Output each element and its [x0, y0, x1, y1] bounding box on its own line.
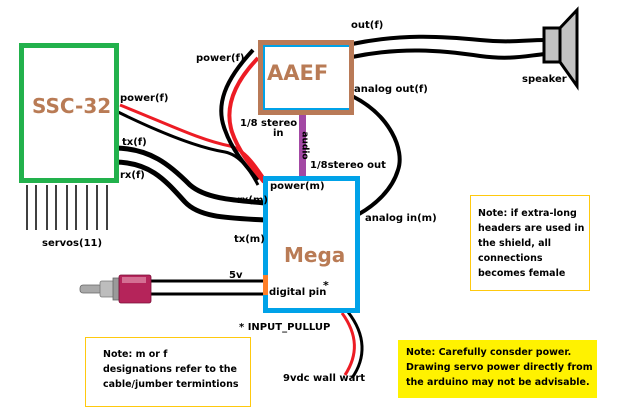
mega-board: Mega: [263, 176, 360, 313]
ssc32-title: SSC-32: [32, 94, 112, 118]
servo-pins: [26, 185, 108, 230]
note-line: Note: if extra-long: [478, 208, 577, 219]
input-pullup-label: * INPUT_PULLUP: [239, 322, 331, 333]
speaker-wire-2: [351, 48, 546, 60]
digital-pin-highlight: [263, 275, 268, 295]
digital-pin-asterisk: *: [323, 279, 329, 292]
ssc-power-red-wire: [119, 103, 267, 181]
speaker-label: speaker: [522, 74, 567, 85]
aaef-power-label: power(f): [196, 53, 245, 64]
ssc-power-label: power(f): [120, 93, 169, 104]
mega-power-label: power(m): [270, 181, 325, 192]
note-line: the shield, all: [478, 238, 552, 249]
mega-tx-label: tx(m): [234, 234, 265, 245]
tx-wire: [113, 145, 266, 206]
ssc-tx-label: tx(f): [122, 137, 147, 148]
ssc-rx-label: rx(f): [120, 170, 145, 181]
note-line: Note: m or f: [103, 349, 168, 360]
wall-wart-black-wire: [346, 311, 364, 379]
note-line: headers are used in: [478, 223, 585, 234]
five-volt-label: 5v: [229, 270, 243, 281]
analog-wire: [351, 94, 402, 216]
mega-rx-label: rx(m): [237, 195, 268, 206]
stereo-in-label-1: 1/8 stereo: [240, 118, 298, 129]
audio-cable: [299, 114, 306, 178]
note-line: the arduino may not be advisable.: [406, 377, 590, 388]
aaef-analog-out-label: analog out(f): [354, 84, 428, 95]
note-line: designations refer to the: [103, 364, 237, 375]
aaef-power-black-wire: [219, 48, 260, 182]
aaef-out-label: out(f): [351, 20, 384, 31]
aaef-inner-border: [263, 45, 349, 110]
audio-cable-label: audio: [299, 131, 310, 160]
note-line: Drawing servo power directly from: [406, 362, 593, 373]
note-line: cable/jumber termintions: [103, 379, 239, 390]
note-m-or-f: Note: m or f designations refer to the c…: [85, 337, 251, 407]
aaef-title: AAEF: [267, 61, 329, 85]
servos-label: servos(11): [42, 238, 103, 249]
mega-analog-in-label: analog in(m): [365, 213, 437, 224]
note-line: connections: [478, 253, 543, 264]
rx-wire: [113, 159, 266, 223]
note-line: Note: Carefully consder power.: [406, 347, 572, 358]
aaef-power-red-wire: [227, 56, 266, 184]
wall-wart-red-wire: [340, 312, 356, 376]
aaef-board: AAEF: [258, 40, 354, 115]
speaker-wire-1: [351, 34, 546, 46]
note-line: becomes female: [478, 268, 566, 279]
note-extra-long-headers: Note: if extra-long headers are used in …: [470, 195, 590, 291]
ssc32-board: SSC-32: [19, 43, 119, 183]
stereo-in-label-2: in: [273, 128, 284, 139]
digital-pin-label: digital pin: [269, 287, 327, 298]
speaker-icon: [542, 6, 579, 91]
stereo-out-label: 1/8stereo out: [310, 160, 386, 171]
note-power: Note: Carefully consder power. Drawing s…: [398, 340, 597, 398]
wall-wart-label: 9vdc wall wart: [283, 373, 366, 384]
toggle-switch-icon: [79, 274, 152, 304]
mega-title: Mega: [284, 243, 346, 267]
